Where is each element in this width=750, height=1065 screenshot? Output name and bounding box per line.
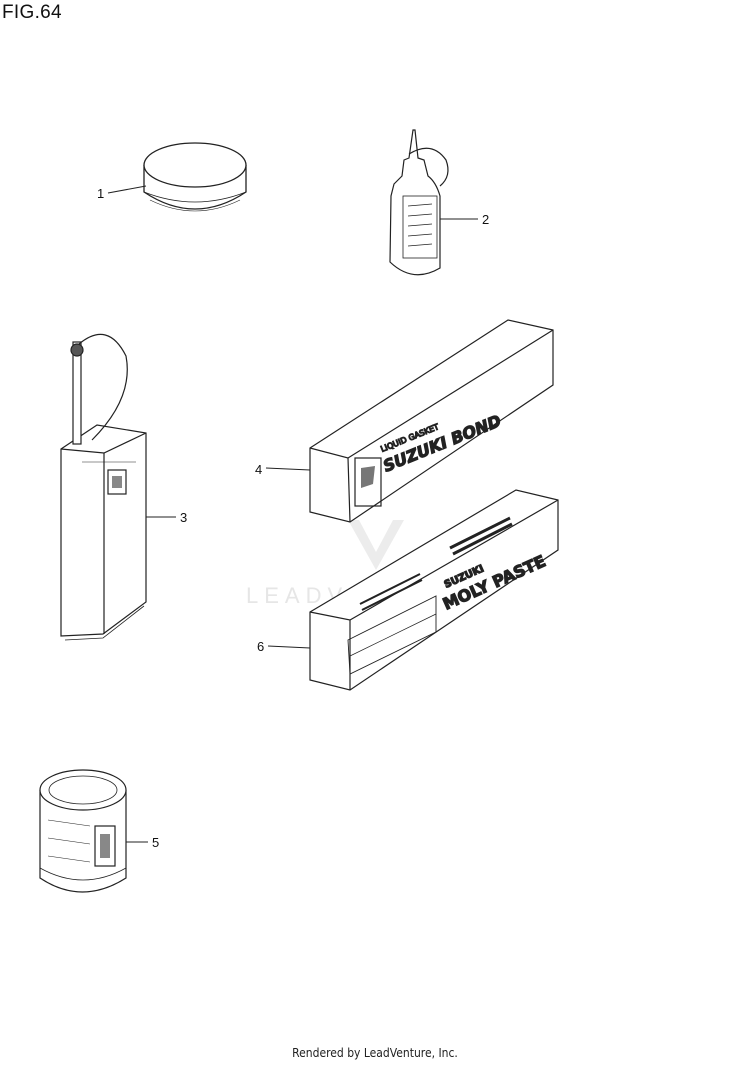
watermark-logo-icon (348, 520, 404, 570)
callout-1: 1 (97, 185, 147, 201)
callout-3: 3 (146, 510, 187, 525)
callout-label-3: 3 (180, 510, 187, 525)
part-5-tin (39, 769, 127, 893)
callout-label-6: 6 (257, 639, 264, 654)
callout-label-5: 5 (152, 835, 159, 850)
footer-credit: Rendered by LeadVenture, Inc. (292, 1046, 458, 1060)
callout-2: 2 (440, 212, 489, 227)
callout-5: 5 (126, 835, 159, 850)
callout-label-1: 1 (97, 186, 104, 201)
part-1-cap (143, 142, 247, 212)
callout-6: 6 (257, 639, 311, 654)
figure-title: FIG.64 (2, 2, 62, 23)
part-2-bottle (389, 129, 449, 276)
callout-4: 4 (255, 462, 311, 477)
part-3-can (60, 333, 147, 641)
callout-label-4: 4 (255, 462, 262, 477)
callout-label-2: 2 (482, 212, 489, 227)
